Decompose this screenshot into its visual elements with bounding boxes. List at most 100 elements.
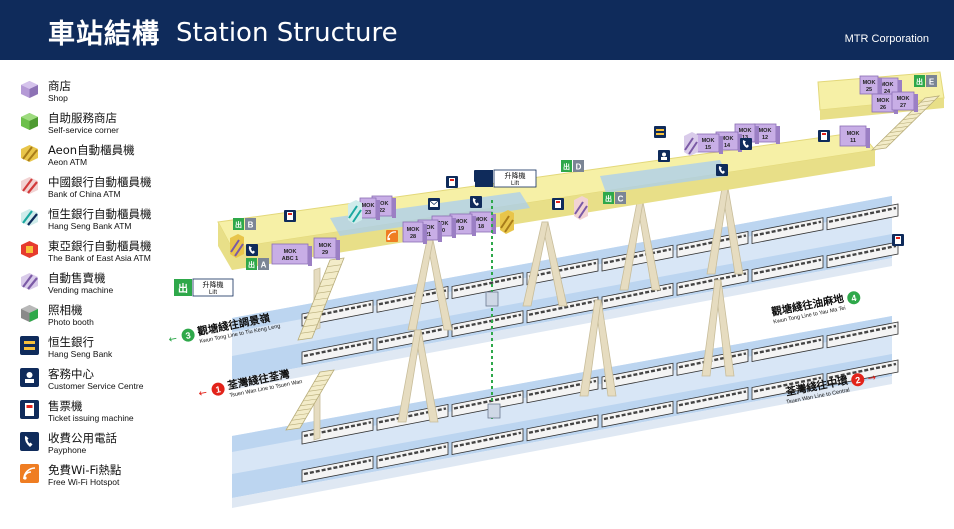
legend-label-zh: 售票機 (48, 399, 83, 413)
shop-label: MOK (422, 225, 435, 231)
payphone-icon (20, 432, 39, 451)
train-windows (378, 445, 447, 462)
train-car (526, 414, 599, 442)
legend-label-en: Hang Seng Bank (48, 349, 113, 359)
exit-symbol: 出 (605, 194, 612, 203)
shop-label: MOK (881, 82, 894, 88)
stair-upper-to-lower (285, 369, 335, 431)
train-windows (378, 289, 447, 306)
train-car (376, 324, 449, 351)
train-car (601, 400, 674, 428)
train-windows (303, 303, 372, 320)
train-car (451, 272, 524, 299)
photo-booth-icon (20, 304, 39, 323)
legend-label-en: Shop (48, 93, 68, 103)
platform-number-badge (851, 373, 865, 387)
shop-label: MOK (721, 136, 734, 142)
exit-letter: D (576, 163, 582, 172)
train-car (826, 359, 899, 387)
train-windows (678, 352, 747, 369)
payphone-icon (470, 196, 482, 208)
concourse-side (218, 222, 232, 270)
train-car (751, 335, 824, 362)
exit-letter: A (261, 261, 267, 270)
svg-text:14: 14 (724, 143, 731, 149)
legend-label-zh: 中國銀行自動櫃員機 (48, 175, 152, 189)
train-windows (678, 390, 747, 407)
exit-symbol: 出 (563, 162, 570, 171)
train-car (301, 337, 374, 365)
exit-letter: C (618, 195, 624, 204)
shop-label: MOK (376, 201, 389, 207)
platform-number-badge (211, 382, 225, 396)
vending-machine-icon (20, 272, 39, 291)
hangseng-bank-icon (20, 336, 39, 355)
legend-label-zh: 自助服務商店 (48, 111, 117, 125)
support-leg (579, 299, 602, 397)
customer-service-icon (20, 368, 39, 387)
legend-label-zh: 商店 (48, 79, 71, 93)
lift-label-en-right: Lift (511, 181, 519, 187)
legend-label-en: Aeon ATM (48, 157, 88, 167)
svg-text:25: 25 (866, 87, 872, 93)
train-windows (753, 220, 822, 237)
wifi-hotspot-icon (20, 464, 39, 483)
train-windows (753, 376, 822, 393)
train-windows (303, 459, 372, 476)
exit-letter: B (248, 221, 254, 230)
vending-kiosk-mid (574, 196, 588, 220)
train-windows (828, 206, 897, 223)
platform-number: 3 (185, 330, 192, 341)
ticket-machine-icon (20, 400, 39, 419)
boc-atm-icon (20, 176, 39, 195)
payphone-icon (716, 164, 728, 176)
train-car (751, 255, 824, 282)
train-windows (603, 404, 672, 421)
svg-text:26: 26 (880, 105, 886, 111)
platform-number-badge (847, 291, 861, 305)
self-service-icon (20, 112, 39, 131)
facilities (246, 126, 904, 256)
ticket-machine-icon (446, 176, 458, 188)
page-title-zh: 車站結構 (48, 19, 160, 50)
lift-label-zh-left: 升降機 (203, 280, 224, 289)
train-windows (678, 272, 747, 289)
lift-car-lower (487, 403, 501, 419)
legend-label-en: Vending machine (48, 285, 114, 295)
legend-label-en: Hang Seng Bank ATM (48, 221, 132, 231)
legend-label-zh: Aeon自動櫃員機 (48, 143, 135, 157)
hangseng-atm-icon (20, 208, 39, 227)
train-windows (378, 327, 447, 344)
shop-label: MOK (436, 221, 449, 227)
exit-symbol: 出 (248, 260, 255, 269)
svg-text:12: 12 (762, 135, 768, 141)
svg-text:ABC 1: ABC 1 (282, 256, 299, 262)
train-windows (453, 393, 522, 410)
mail-icon (428, 198, 440, 210)
ticket-machine-icon (892, 234, 904, 246)
train-windows (528, 299, 597, 316)
train-car (826, 241, 899, 269)
train-car (451, 310, 524, 337)
stairs (285, 95, 941, 431)
legend-label-en: The Bank of East Asia ATM (48, 253, 151, 263)
ticket-machine-icon (818, 130, 830, 142)
legend-label-en: Ticket issuing machine (48, 413, 134, 423)
shop-label: MOK (863, 80, 876, 86)
direction-arrow-left-icon: ← (168, 333, 178, 345)
train-car (451, 428, 524, 455)
shop-label: MOK (475, 217, 488, 223)
upper-edge (232, 258, 892, 390)
